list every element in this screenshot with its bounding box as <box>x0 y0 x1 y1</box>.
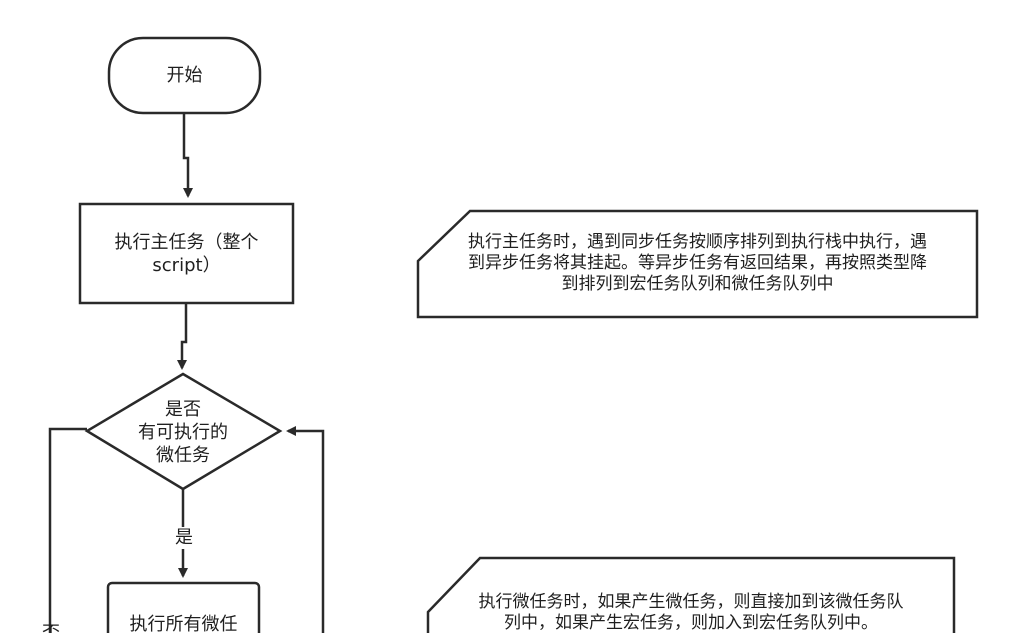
exec-micro-node-shape[interactable] <box>106 581 261 633</box>
note2-text: 执行微任务时，如果产生微任务，则直接加到该微任务队 列中，如果产生宏任务，则加入… <box>436 592 946 633</box>
note2-shape[interactable] <box>426 556 956 633</box>
main-task-text-line1: 执行主任务（整个 <box>114 231 259 253</box>
note1-line1: 执行主任务时，遇到同步任务按顺序排列到执行栈中执行，遇 <box>468 232 927 252</box>
main-task-node-shape[interactable] <box>78 202 295 305</box>
note2-line1: 执行微任务时，如果产生微任务，则直接加到该微任务队 <box>478 592 904 612</box>
start-node-label: 开始 <box>109 38 260 113</box>
decision-node-label: 是否 有可执行的 微任务 <box>100 396 266 468</box>
note1-shape[interactable] <box>416 209 979 319</box>
exec-micro-text: 执行所有微任 <box>129 613 238 633</box>
main-task-node-label: 执行主任务（整个 script） <box>80 204 293 303</box>
exec-micro-node-label: 执行所有微任 <box>108 611 259 633</box>
note1-line2: 到异步任务将其挂起。等异步任务有返回结果，再按照类型降 <box>468 253 927 273</box>
decision-text-line3: 微任务 <box>156 444 210 466</box>
decision-text-line1: 是否 <box>165 398 201 420</box>
note1-text: 执行主任务时，遇到同步任务按顺序排列到执行栈中执行，遇 到异步任务将其挂起。等异… <box>425 232 970 295</box>
connector-loop-back <box>286 426 325 633</box>
note2-line2: 列中，如果产生宏任务，则加入到宏任务队列中。 <box>504 613 878 633</box>
connector-start-to-main <box>182 113 193 198</box>
connector-main-to-decision <box>177 303 188 370</box>
connector-decision-no <box>48 427 87 633</box>
edge-label-no: 否 <box>40 623 62 633</box>
decision-text-line2: 有可执行的 <box>138 421 228 443</box>
main-task-text-line2: script） <box>152 254 221 276</box>
note1-line3: 到排列到宏任务队列和微任务队列中 <box>561 274 834 294</box>
edge-label-yes: 是 <box>172 527 196 549</box>
start-node-text: 开始 <box>166 65 203 86</box>
